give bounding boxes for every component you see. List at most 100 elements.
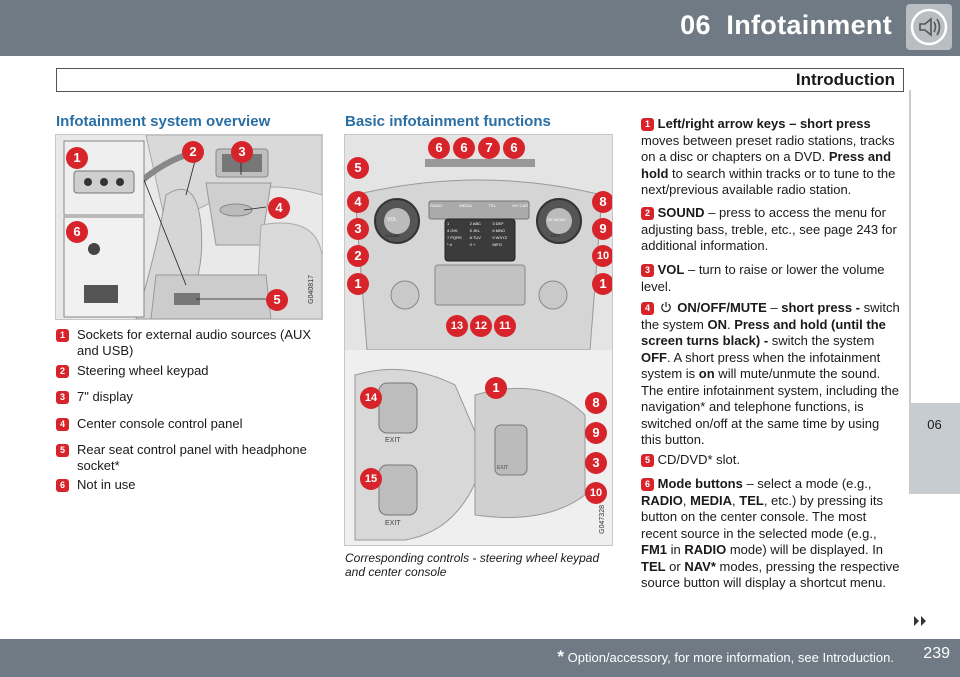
exit-label: EXIT [385, 437, 401, 444]
item-number-badge: 6 [56, 479, 69, 492]
tel-button[interactable]: TEL [488, 203, 496, 208]
description-item-4: 4 ON/OFF/MUTE – short press - switch the… [641, 300, 903, 449]
keypad-key[interactable]: INFO [492, 242, 502, 247]
car-interior-illustration [56, 135, 322, 319]
emphasis: TEL [739, 492, 764, 508]
body-text: modes, pressing the respective source bu… [641, 558, 900, 591]
body-text: will mute/unmute the sound. The entire i… [641, 366, 899, 447]
emphasis: Left/right arrow keys – short press [657, 116, 871, 131]
keypad-key[interactable]: 5 JKL [469, 228, 480, 233]
body-text: . [726, 316, 735, 332]
keypad-key[interactable]: 7 PQRS [447, 235, 462, 240]
item-number-badge: 2 [56, 365, 69, 378]
emphasis: OFF [641, 349, 667, 365]
chapter-number: 06 [680, 10, 711, 40]
ok-menu-knob-label[interactable]: OK MENU [547, 217, 566, 222]
list-item: 1 Sockets for external audio sources (AU… [56, 327, 316, 359]
callout-12: 12 [470, 315, 492, 337]
list-item: 5 Rear seat control panel with headphone… [56, 442, 316, 474]
callout-1: 1 [592, 273, 612, 295]
keypad-key[interactable]: 0 + [469, 242, 476, 247]
body-text: in [667, 542, 685, 557]
body-text: CD/DVD* slot. [657, 452, 740, 467]
description-item-6: 6 Mode buttons – select a mode (e.g., RA… [641, 476, 903, 592]
emphasis: Mode buttons [657, 476, 743, 491]
asterisk: * [557, 647, 565, 666]
body-text: – [766, 300, 782, 315]
page-number: 239 [923, 645, 950, 662]
keypad-key[interactable]: 1 [447, 221, 450, 226]
keypad-key[interactable]: * # [447, 242, 452, 247]
callout-6: 6 [428, 137, 450, 159]
description-item-5: 5 CD/DVD* slot. [641, 452, 903, 469]
callout-1: 1 [66, 147, 88, 169]
emphasis: ON [707, 316, 727, 332]
emphasis: NAV* [684, 558, 716, 574]
emphasis: SOUND [657, 205, 705, 220]
emphasis: Press and hold [641, 149, 892, 181]
footer-note: * Option/accessory, for more information… [557, 647, 894, 667]
callout-8: 8 [585, 392, 607, 414]
item-number-badge: 2 [641, 207, 654, 220]
body-text: or [665, 558, 685, 574]
side-rule [909, 90, 911, 403]
keypad-key[interactable]: 6 MNO [492, 228, 505, 233]
radio-button[interactable]: RADIO [430, 203, 443, 208]
power-icon [660, 302, 671, 313]
keypad-key[interactable]: 3 DEF [492, 221, 504, 226]
emphasis: VOL [657, 262, 685, 277]
emphasis: RADIO [641, 492, 683, 508]
media-button[interactable]: MEDIA [459, 203, 472, 208]
emphasis: on [698, 366, 715, 381]
body-text: to search within tracks or to tune to th… [641, 165, 896, 198]
my-car-button[interactable]: MY CAR [512, 203, 528, 208]
number-keypad: 1 2 ABC 3 DEF 4 GHI 5 JKL 6 MNO 7 PQRS 8… [447, 221, 513, 247]
item-number-badge: 1 [641, 118, 654, 131]
body-text: switch the system [641, 300, 900, 332]
callout-1: 1 [485, 377, 507, 399]
list-item-text: 7" display [77, 389, 133, 404]
overview-figure: 1 2 3 4 5 6 G040817 [55, 134, 323, 320]
body-text: , [732, 492, 740, 508]
callout-5: 5 [266, 289, 288, 311]
emphasis: FM1 [641, 542, 667, 557]
callout-3: 3 [347, 218, 369, 240]
callout-7: 7 [478, 137, 500, 159]
list-item: 2 Steering wheel keypad [56, 363, 316, 379]
callout-2: 2 [347, 245, 369, 267]
controls-figure: RADIO MEDIA TEL MY CAR 1 2 ABC 3 DEF 4 G… [344, 134, 613, 546]
body-text: – select a mode (e.g., [742, 476, 872, 491]
list-item-text: Sockets for external audio sources (AUX … [77, 327, 312, 358]
speaker-icon [906, 4, 952, 50]
vol-knob-label[interactable]: VOL [387, 217, 398, 223]
keypad-key[interactable]: 4 GHI [447, 228, 458, 233]
body-text: . A short press when the infotainment sy… [641, 349, 881, 382]
exit-button-label[interactable]: EXIT [551, 233, 560, 238]
emphasis: MEDIA [690, 492, 733, 508]
callout-6: 6 [66, 221, 88, 243]
list-item-text: Steering wheel keypad [77, 363, 209, 378]
keypad-key[interactable]: 2 ABC [469, 221, 481, 226]
callout-2: 2 [182, 141, 204, 163]
emphasis: TEL [641, 558, 666, 574]
exit-label: EXIT [497, 465, 509, 471]
double-chevron-right-icon[interactable] [912, 614, 928, 630]
callout-4: 4 [268, 197, 290, 219]
chapter-side-tab[interactable]: 06 [909, 403, 960, 494]
figure-code: G047328 [599, 505, 606, 534]
sound-button-label[interactable]: SOUND [385, 233, 400, 238]
basic-functions-heading: Basic infotainment functions [345, 113, 551, 130]
list-item: 6 Not in use [56, 477, 316, 493]
callout-14: 14 [360, 387, 382, 409]
item-number-badge: 3 [641, 264, 654, 277]
keypad-key[interactable]: 9 WXYZ [492, 235, 508, 240]
keypad-key[interactable]: 8 TUV [469, 235, 481, 240]
body-text: mode) will be displayed. In [726, 542, 884, 557]
side-tab-label: 06 [927, 417, 942, 432]
callout-3: 3 [585, 452, 607, 474]
section-bar: Introduction [56, 68, 904, 92]
emphasis: short press - [781, 300, 861, 315]
description-item-2: 2 SOUND – press to access the menu for a… [641, 205, 903, 255]
page-footer [0, 639, 960, 677]
list-item-text: Rear seat control panel with headphone s… [77, 442, 307, 473]
